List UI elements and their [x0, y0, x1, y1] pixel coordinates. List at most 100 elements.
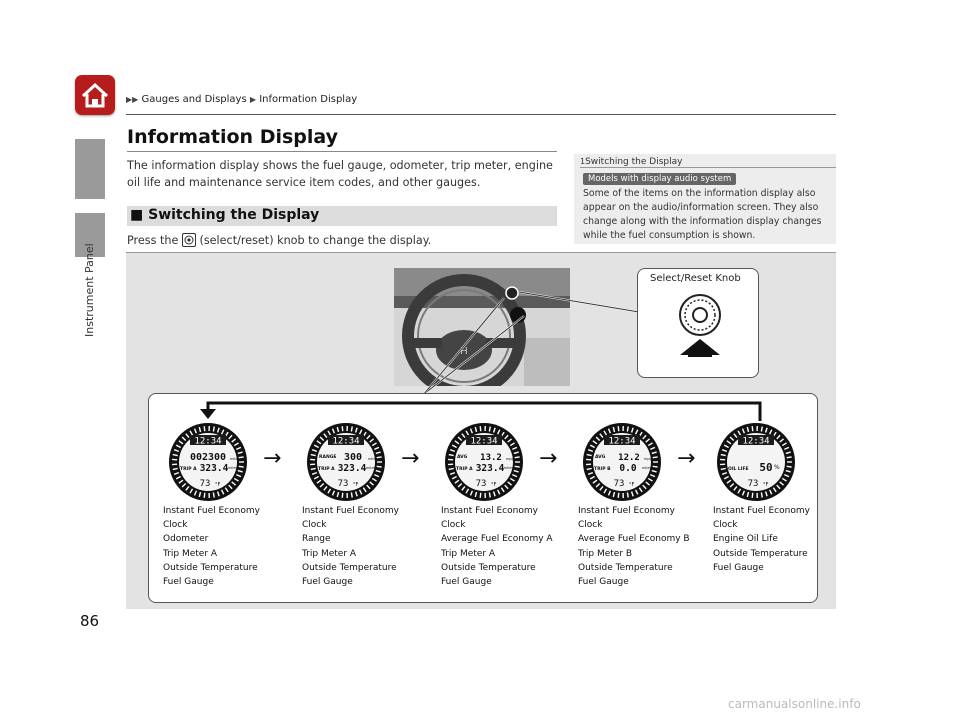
note-divider	[580, 167, 836, 168]
section-title: ■ Switching the Display	[130, 207, 320, 223]
gauge-item-label: Fuel Gauge	[302, 577, 353, 588]
breadcrumb-arrow-icon: ▶▶	[126, 95, 139, 104]
gauge-item-label: Instant Fuel Economy	[441, 506, 538, 516]
gauge-item-label: Fuel Gauge	[713, 562, 764, 573]
steering-wheel-photo: H	[394, 268, 570, 386]
svg-text:12.2: 12.2	[618, 453, 640, 463]
gauge-item-label: Fuel Gauge	[163, 577, 214, 588]
gauge-item-label: Average Fuel Economy A	[441, 534, 553, 545]
note-marker-icon: 1	[580, 157, 586, 166]
gauge-item-label: Engine Oil Life	[713, 534, 778, 545]
select-reset-knob-icon	[181, 233, 196, 247]
svg-text:73: 73	[338, 479, 349, 489]
svg-text:AVG: AVG	[457, 454, 468, 460]
gauge-item-label: Instant Fuel Economy	[163, 506, 260, 516]
svg-text:miles: miles	[230, 457, 240, 461]
svg-text:°F: °F	[491, 482, 497, 488]
svg-text:50: 50	[759, 461, 772, 474]
svg-text:002300: 002300	[190, 452, 226, 463]
svg-text:miles: miles	[368, 457, 378, 461]
gauge-item-label: Trip Meter A	[441, 548, 496, 559]
watermark: carmanualsonline.info	[728, 697, 861, 711]
next-arrow-icon: →	[539, 446, 558, 471]
svg-text:%: %	[774, 464, 780, 471]
svg-text:AVG: AVG	[595, 454, 606, 460]
panel-top-border	[126, 252, 836, 253]
title-divider	[127, 151, 557, 152]
gauge-item-label: Trip Meter B	[578, 548, 633, 559]
callout-leader-lines	[423, 291, 640, 395]
svg-text:12:34: 12:34	[470, 437, 497, 447]
gauge-item-label: Trip Meter A	[302, 548, 357, 559]
breadcrumb: ▶▶ Gauges and Displays ▶ Information Dis…	[126, 94, 357, 105]
gauge-item-label: Instant Fuel Economy	[302, 506, 399, 516]
page-title: Information Display	[127, 126, 339, 148]
svg-text:12:34: 12:34	[194, 437, 221, 447]
svg-text:miles: miles	[642, 466, 652, 470]
svg-text:TRIP A: TRIP A	[456, 466, 473, 472]
gauge-display-3: 12:34 AVG 13.2 mpg TRIP A 323.4 miles 73…	[444, 422, 524, 502]
gauge-item-label: Odometer	[163, 534, 209, 545]
intro-paragraph: The information display shows the fuel g…	[127, 159, 553, 189]
svg-text:°F: °F	[353, 482, 359, 488]
gauge-item-label: Fuel Gauge	[441, 577, 492, 588]
svg-text:323.4: 323.4	[338, 463, 367, 474]
next-arrow-icon: →	[677, 446, 696, 471]
home-button[interactable]	[75, 75, 115, 115]
svg-text:TRIP B: TRIP B	[594, 466, 611, 472]
gauge-item-label: Range	[302, 534, 331, 545]
svg-text:OIL LIFE: OIL LIFE	[728, 466, 749, 472]
note-text: Some of the items on the information dis…	[583, 188, 822, 241]
svg-text:12:34: 12:34	[742, 437, 769, 447]
knob-callout-label: Select/Reset Knob	[650, 273, 741, 284]
gauge-item-label: Clock	[302, 520, 327, 531]
model-badge: Models with display audio system	[583, 173, 737, 185]
gauge-item-label: Trip Meter A	[163, 548, 218, 559]
header-divider	[126, 114, 836, 115]
gauge-item-label: Clock	[163, 520, 188, 531]
svg-text:73: 73	[748, 479, 759, 489]
gauge-item-label: Clock	[713, 520, 738, 531]
home-icon	[81, 82, 109, 108]
svg-text:miles: miles	[504, 466, 514, 470]
svg-text:0.0: 0.0	[619, 463, 636, 474]
gauge-item-label: Clock	[441, 520, 466, 531]
breadcrumb-arrow-icon: ▶	[249, 95, 257, 104]
page-number: 86	[80, 612, 100, 630]
svg-text:12:34: 12:34	[332, 437, 359, 447]
instruction-text: Press the (select/reset) knob to change …	[127, 233, 432, 247]
loop-back-arrow	[200, 401, 762, 421]
svg-text:mpg: mpg	[506, 457, 514, 461]
gauge-item-label: Outside Temperature	[578, 562, 673, 573]
sidebar-tab-block	[75, 139, 105, 199]
svg-text:°F: °F	[629, 482, 635, 488]
gauge-display-4: 12:34 AVG 12.2 mpg TRIP B 0.0 miles 73 °…	[582, 422, 662, 502]
gauge-item-label: Average Fuel Economy B	[578, 534, 690, 545]
svg-text:H: H	[460, 346, 467, 357]
svg-text:°F: °F	[763, 482, 769, 488]
gauge-item-label: Outside Temperature	[441, 562, 536, 573]
svg-text:323.4: 323.4	[200, 463, 229, 474]
svg-text:RANGE: RANGE	[319, 454, 336, 460]
gauge-display-2: 12:34 RANGE 300 miles TRIP A 323.4 miles…	[306, 422, 386, 502]
next-arrow-icon: →	[263, 446, 282, 471]
gauge-item-label: Instant Fuel Economy	[578, 506, 675, 516]
gauge-item-label: Outside Temperature	[163, 562, 258, 573]
next-arrow-icon: →	[401, 446, 420, 471]
sidebar-tab-active	[75, 213, 105, 257]
gauge-item-label: Clock	[578, 520, 603, 531]
svg-text:°F: °F	[215, 482, 221, 488]
svg-text:323.4: 323.4	[476, 463, 505, 474]
section-bar	[127, 206, 557, 226]
svg-text:TRIP A: TRIP A	[180, 466, 197, 472]
gauge-item-label: Outside Temperature	[302, 562, 397, 573]
gauge-item-label: Outside Temperature	[713, 548, 808, 559]
breadcrumb-item-info-display[interactable]: Information Display	[259, 94, 358, 105]
svg-text:13.2: 13.2	[480, 453, 502, 463]
breadcrumb-item-gauges[interactable]: Gauges and Displays	[141, 94, 247, 105]
svg-text:miles: miles	[366, 466, 376, 470]
gauge-item-label: Instant Fuel Economy	[713, 506, 810, 516]
sidebar-section-label: Instrument Panel	[83, 243, 96, 337]
